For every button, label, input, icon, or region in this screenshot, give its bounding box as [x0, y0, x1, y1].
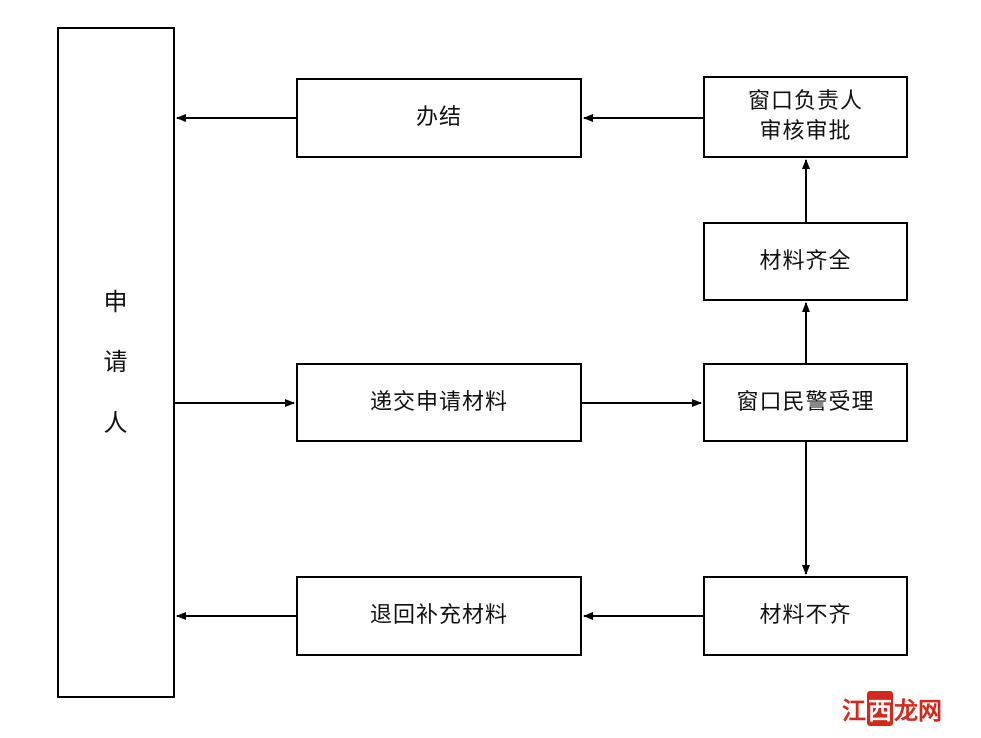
watermark-part-1: 江 — [842, 696, 866, 725]
watermark-part-3: 龙网 — [894, 696, 942, 725]
applicant-label: 申 请 人 — [104, 286, 129, 439]
applicant-char-2: 请 — [103, 348, 129, 377]
applicant-char-3: 人 — [103, 408, 129, 437]
materials-complete-label: 材料齐全 — [759, 248, 852, 274]
materials-incomplete-label: 材料不齐 — [759, 603, 852, 629]
finish-box: 办结 — [296, 78, 582, 158]
finish-label: 办结 — [415, 105, 462, 131]
supervisor-review-box: 窗口负责人 审核审批 — [703, 76, 908, 158]
supervisor-review-line-1: 窗口负责人 — [747, 89, 863, 115]
return-supplement-box: 退回补充材料 — [296, 576, 582, 656]
applicant-box: 申 请 人 — [57, 27, 175, 698]
supervisor-review-line-2: 审核审批 — [759, 119, 852, 144]
materials-incomplete-box: 材料不齐 — [703, 576, 908, 656]
return-supplement-label: 退回补充材料 — [369, 603, 508, 629]
applicant-char-1: 申 — [103, 287, 129, 316]
window-police-accept-box: 窗口民警受理 — [703, 363, 908, 442]
window-police-accept-label: 窗口民警受理 — [736, 389, 875, 415]
watermark-logo: 江 西 龙网 — [842, 690, 946, 726]
submit-materials-box: 递交申请材料 — [296, 363, 582, 442]
materials-complete-box: 材料齐全 — [703, 222, 908, 301]
supervisor-review-label: 窗口负责人 审核审批 — [748, 87, 863, 146]
submit-materials-label: 递交申请材料 — [369, 389, 508, 415]
watermark-part-2: 西 — [867, 690, 893, 726]
